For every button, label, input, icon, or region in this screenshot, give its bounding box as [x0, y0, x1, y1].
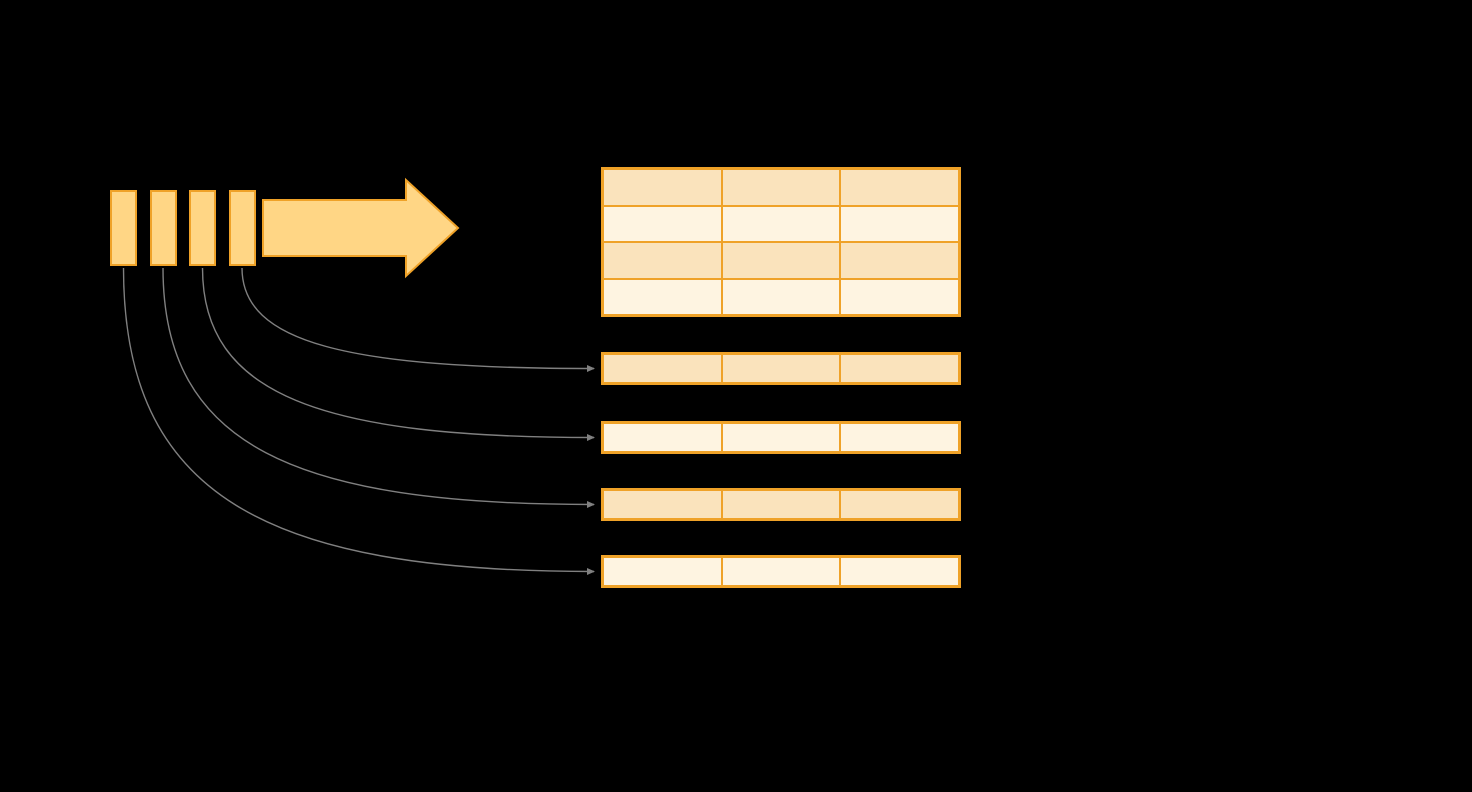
table-cell — [603, 354, 722, 383]
record-to-row-connector — [241, 267, 595, 372]
table-cell — [603, 557, 722, 586]
stream-arrow — [262, 177, 460, 279]
table-cell — [603, 205, 722, 242]
appended-row-table — [601, 421, 961, 454]
appended-row-table — [601, 488, 961, 521]
table-cell — [840, 278, 959, 315]
table-cell — [840, 423, 959, 452]
table-cell — [603, 242, 722, 279]
stream-record-bar — [110, 190, 137, 266]
stream-record-bar — [228, 190, 256, 266]
table-cell — [840, 242, 959, 279]
table-cell — [840, 354, 959, 383]
table-cell — [721, 278, 841, 315]
record-to-row-connector — [122, 267, 595, 575]
appended-row-table — [601, 555, 961, 588]
table-cell — [721, 557, 841, 586]
table-cell — [721, 354, 841, 383]
table-cell — [603, 490, 722, 519]
unbounded-table — [601, 167, 961, 317]
table-cell — [603, 169, 722, 206]
table-cell — [721, 242, 841, 279]
stream-record-bar — [189, 190, 216, 266]
stream-record-bar — [149, 190, 177, 266]
appended-row-table — [601, 352, 961, 385]
table-cell — [721, 169, 841, 206]
table-cell — [603, 278, 722, 315]
table-cell — [840, 169, 959, 206]
table-cell — [721, 490, 841, 519]
table-cell — [721, 423, 841, 452]
table-cell — [840, 557, 959, 586]
record-to-row-connector — [201, 267, 595, 441]
table-cell — [840, 205, 959, 242]
record-to-row-connector — [162, 267, 595, 508]
table-cell — [721, 205, 841, 242]
table-cell — [603, 423, 722, 452]
table-cell — [840, 490, 959, 519]
